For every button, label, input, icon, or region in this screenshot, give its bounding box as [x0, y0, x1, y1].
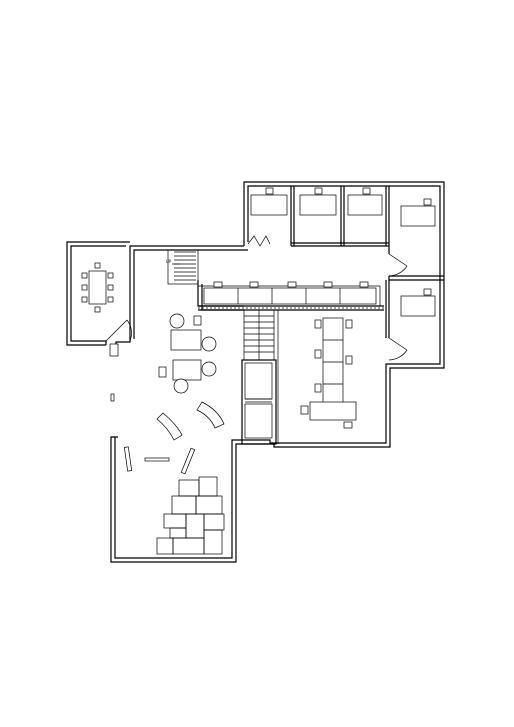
stair-landing [167, 249, 199, 285]
break-line-symbol [247, 235, 271, 247]
chair [343, 421, 353, 429]
door-swing-arc [388, 349, 408, 361]
exterior-walls [66, 181, 445, 563]
side-chair [158, 366, 167, 378]
armchair [169, 313, 185, 329]
chair [323, 281, 333, 288]
office-desk [347, 194, 383, 216]
office-desk [400, 295, 436, 317]
office-chair [265, 187, 274, 195]
service-room [244, 403, 273, 439]
office-chair [423, 288, 432, 296]
chair [314, 383, 322, 393]
workstation-bench-north [203, 281, 377, 305]
armchair [173, 378, 189, 394]
storage-box [172, 537, 205, 555]
west-meeting-room [81, 262, 114, 313]
side-chair [193, 315, 202, 326]
chair [314, 319, 322, 329]
west-room-outer-wall [66, 241, 130, 346]
central-stair-core [241, 309, 279, 445]
office-desk [400, 205, 436, 227]
outer-wall-line [110, 181, 445, 563]
door-swing-arc [388, 265, 408, 277]
lift-shaft [244, 362, 273, 400]
coffee-table [170, 329, 202, 351]
office-chair [423, 198, 432, 206]
partition-panel [144, 457, 170, 462]
storage-box [156, 537, 174, 555]
stair-up-label: UP [166, 259, 172, 264]
chair [287, 281, 297, 288]
storage-box [195, 495, 223, 515]
chair [81, 284, 88, 291]
chair [107, 272, 114, 279]
west-room-inner-wall [70, 245, 126, 342]
armchair [201, 336, 217, 352]
core-walls [241, 359, 277, 445]
partition-panel [123, 446, 133, 472]
chair [107, 296, 114, 303]
storage-box [178, 479, 200, 497]
chair [81, 296, 88, 303]
curved-counter [196, 401, 225, 429]
chair [94, 262, 101, 269]
chair [107, 284, 114, 291]
chair [249, 281, 259, 288]
chair [359, 281, 369, 288]
curved-counter [156, 412, 183, 441]
door-leaf [388, 337, 408, 351]
storage-stacks [156, 476, 225, 555]
armchair [201, 361, 217, 377]
door-leaf [105, 319, 128, 342]
meeting-desk [309, 401, 357, 421]
office-desk [250, 194, 288, 216]
chair [213, 281, 223, 288]
west-room-door [105, 319, 132, 342]
chair [345, 319, 353, 329]
office-desk [299, 194, 337, 216]
east-offices [385, 198, 444, 361]
wall-pillar [109, 343, 119, 357]
storage-box [169, 527, 187, 539]
west-wall-inner [133, 249, 248, 339]
freestanding-partitions [123, 446, 196, 475]
partition-panel [180, 447, 196, 475]
storage-box [185, 513, 205, 539]
wall-stub [110, 393, 115, 402]
storage-box [171, 495, 197, 515]
door-swing-arc [126, 319, 132, 342]
coffee-table [172, 359, 202, 381]
storage-box [163, 513, 187, 529]
lounge-area [158, 313, 217, 394]
office-chair [362, 187, 371, 195]
chair [314, 349, 322, 359]
reception-counters [156, 401, 225, 441]
storage-box [203, 529, 223, 555]
storage-box [203, 513, 225, 531]
chair [81, 272, 88, 279]
door-leaf [388, 253, 408, 267]
meeting-table [88, 270, 107, 305]
storage-box [198, 476, 218, 497]
inner-wall-line [114, 185, 441, 559]
chair [345, 355, 353, 365]
open-office-workstations [300, 317, 357, 429]
main-staircase: UP [166, 249, 199, 285]
chair [94, 306, 101, 313]
balustrade [197, 280, 384, 311]
chair [300, 405, 309, 415]
office-chair [314, 187, 323, 195]
bench-desk [203, 287, 377, 305]
north-offices [250, 186, 390, 247]
